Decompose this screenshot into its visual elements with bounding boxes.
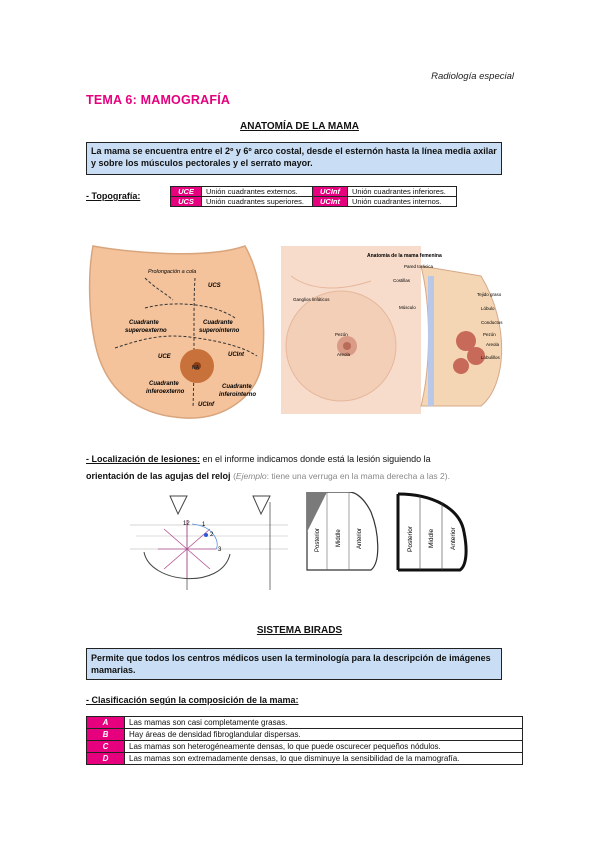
table-row: UCS Unión cuadrantes superiores. UCInt U…: [170, 196, 457, 207]
localizacion-label: - Localización de lesiones:: [86, 454, 201, 464]
example-text: (Ejemplo: tiene una verruga en la mama d…: [233, 471, 450, 481]
ucinf-label: UCInf: [198, 402, 215, 408]
ci-inf-label: Cuadrante: [222, 384, 252, 390]
topografia-table: UCE Unión cuadrantes externos. UCInf Uni…: [170, 186, 457, 207]
text-cell: Unión cuadrantes internos.: [347, 196, 457, 207]
label-pezon: Pezón: [483, 332, 496, 337]
label-pared: Pared torácica: [404, 264, 434, 269]
label-lobulo: Lóbulo: [481, 306, 495, 311]
ucint-label: UCInt: [228, 352, 245, 358]
depth-diagram-1: Posterior Middle Anterior: [297, 492, 382, 572]
text-cell: Las mamas son heterogéneamente densas, l…: [124, 740, 523, 753]
nipple-label: NA: [192, 365, 200, 371]
localizacion-bold: orientación de las agujas del reloj: [86, 471, 231, 481]
clock-1: 1: [202, 522, 206, 528]
label-tejido: Tejido graso: [477, 292, 502, 297]
clock-orientation-diagram: 12 1 2 3: [130, 492, 288, 590]
uce-label: UCE: [158, 354, 172, 360]
anatomy-summary-box: La mama se encuentra entre el 2º y 6º ar…: [86, 142, 502, 175]
label-costillas: Costillas: [393, 278, 411, 283]
code-cell: B: [86, 728, 125, 741]
depth-diagram-2: Posterior Middle Anterior: [392, 492, 477, 572]
clock-2: 2: [210, 532, 214, 538]
depth1-anterior: Anterior: [357, 528, 363, 549]
example-label: Ejemplo: [235, 471, 267, 481]
birads-summary-box: Permite que todos los centros médicos us…: [86, 648, 502, 680]
label-musculo: Músculo: [399, 305, 416, 310]
ci-sup-label: Cuadrante: [203, 320, 233, 326]
code-cell: UCE: [170, 186, 202, 197]
code-cell: UCInt: [312, 196, 348, 207]
ce-inf-label: Cuadrante: [149, 381, 179, 387]
anatomy-title: Anatomía de la mama femenina: [367, 253, 442, 259]
text-cell: Las mamas son casi completamente grasas.: [124, 716, 523, 729]
ucs-label: UCS: [208, 283, 221, 289]
ce-sup-label: Cuadrante: [129, 320, 159, 326]
localizacion-paragraph: - Localización de lesiones: en el inform…: [86, 451, 514, 485]
clock-12: 12: [183, 521, 190, 527]
birads-section-title: SISTEMA BIRADS: [256, 625, 343, 636]
depth2-middle: Middle: [428, 528, 435, 548]
ce-sup-label2: superoexterno: [125, 328, 167, 334]
code-cell: A: [86, 716, 125, 729]
ci-sup-label2: superointerno: [199, 328, 240, 334]
topografia-label: - Topografía:: [86, 191, 141, 201]
text-cell: Hay áreas de densidad fibroglandular dis…: [124, 728, 523, 741]
label-ganglios: Ganglios linfáticos: [293, 297, 330, 302]
subject-header: Radiología especial: [431, 71, 514, 82]
label-areola2: Areola: [486, 342, 500, 347]
text-cell: Unión cuadrantes externos.: [201, 186, 313, 197]
topic-title: TEMA 6: MAMOGRAFÍA: [86, 93, 231, 107]
clock-3: 3: [218, 547, 222, 553]
table-row: UCE Unión cuadrantes externos. UCInf Uni…: [170, 186, 457, 197]
code-cell: D: [86, 752, 125, 765]
depth2-anterior: Anterior: [450, 526, 457, 550]
ci-inf-label2: inferointerno: [219, 392, 256, 398]
depth1-middle: Middle: [336, 529, 342, 547]
prolongacion-label: Prolongación a cola: [148, 269, 196, 275]
depth2-posterior: Posterior: [407, 525, 414, 552]
text-cell: Unión cuadrantes inferiores.: [347, 186, 457, 197]
code-cell: UCInf: [312, 186, 348, 197]
label-areola: Areola: [337, 352, 351, 357]
breast-quadrant-diagram: Prolongación a cola UCS Cuadrante supero…: [88, 245, 265, 419]
anatomy-section-title: ANATOMÍA DE LA MAMA: [240, 121, 359, 132]
example-body: : tiene una verruga en la mama derecha a…: [266, 471, 450, 481]
code-cell: UCS: [170, 196, 202, 207]
label-lobulillos: Lobulillos: [481, 355, 501, 360]
ce-inf-label2: inferoexterno: [146, 389, 185, 395]
label-conductos: Conductos: [481, 320, 503, 325]
text-cell: Las mamas son extremadamente densas, lo …: [124, 752, 523, 765]
text-cell: Unión cuadrantes superiores.: [201, 196, 313, 207]
clasificacion-label: - Clasificación según la composición de …: [86, 695, 299, 705]
code-cell: C: [86, 740, 125, 753]
breast-anatomy-illustration: Anatomía de la mama femenina Pared torác…: [281, 246, 515, 414]
depth1-posterior: Posterior: [315, 528, 321, 552]
localizacion-text: en el informe indicamos donde está la le…: [200, 454, 431, 464]
label-pezon2: Pezón: [335, 332, 348, 337]
